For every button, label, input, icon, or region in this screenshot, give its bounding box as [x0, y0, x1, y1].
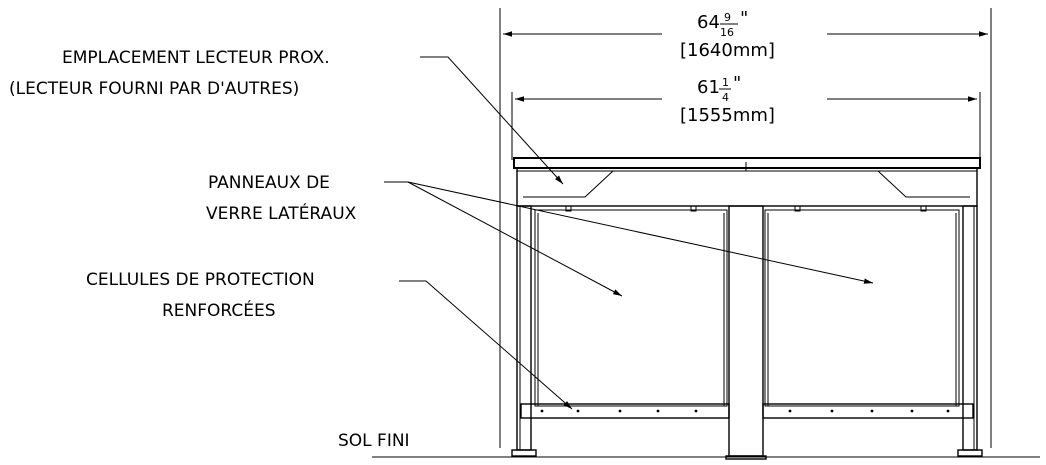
callout-prox-reader-line1: EMPLACEMENT LECTEUR PROX. [62, 48, 330, 68]
top-lid [513, 157, 981, 169]
top-cabinet [516, 167, 978, 207]
overall-width-frac-denominator: 16 [720, 26, 734, 39]
callout-protection-cells-line1: CELLULES DE PROTECTION [86, 270, 315, 290]
foot-right [957, 449, 983, 457]
prox-reader-bevel-right [877, 170, 970, 198]
callout-glass-panels-leader-right [407, 181, 874, 284]
callout-prox-reader-leader [420, 56, 564, 185]
prox-reader-bevel-left [523, 170, 614, 198]
overall-width-inches: 64 [697, 12, 720, 33]
inner-width-frac-numerator: 1 [722, 76, 729, 89]
glass-panel-right [764, 209, 960, 407]
callout-prox-reader: EMPLACEMENT LECTEUR PROX. (LECTEUR FOURN… [9, 48, 564, 185]
glass-clips-top [565, 205, 927, 212]
overall-width-frac-numerator: 9 [724, 11, 731, 24]
inner-width-inches: 61 [697, 77, 720, 98]
inner-width-dimension: 61 1 4 " [1555mm] [511, 73, 981, 160]
callout-prox-reader-line2: (LECTEUR FOURNI PAR D'AUTRES) [9, 79, 299, 99]
inner-width-inch-mark: " [733, 73, 741, 94]
inner-width-frac-denominator: 4 [722, 91, 729, 104]
turnstile-structure [372, 157, 1040, 460]
inner-width-metric: [1555mm] [680, 105, 775, 126]
bottom-rail-left [520, 403, 730, 419]
callout-glass-panels: PANNEAUX DE VERRE LATÉRAUX [206, 173, 874, 297]
callout-protection-cells: CELLULES DE PROTECTION RENFORCÉES [86, 270, 573, 410]
floor-label: SOL FINI [338, 431, 410, 451]
callout-glass-panels-leader-left [407, 181, 623, 297]
callout-protection-cells-leader [399, 280, 573, 410]
callout-glass-panels-line2: VERRE LATÉRAUX [206, 202, 357, 224]
callout-glass-panels-line1: PANNEAUX DE [208, 173, 330, 193]
left-side-post [516, 205, 532, 451]
overall-width-metric: [1640mm] [680, 40, 775, 61]
overall-width-inch-mark: " [740, 8, 748, 29]
callout-protection-cells-line2: RENFORCÉES [162, 299, 276, 321]
bottom-rail-right [762, 403, 974, 419]
protection-cells [540, 409, 950, 413]
center-post [728, 205, 764, 457]
overall-width-dimension: 64 9 16 " [1640mm] [499, 8, 992, 448]
foot-left [511, 449, 537, 457]
right-side-post [962, 205, 978, 451]
glass-panel-left [534, 209, 728, 407]
